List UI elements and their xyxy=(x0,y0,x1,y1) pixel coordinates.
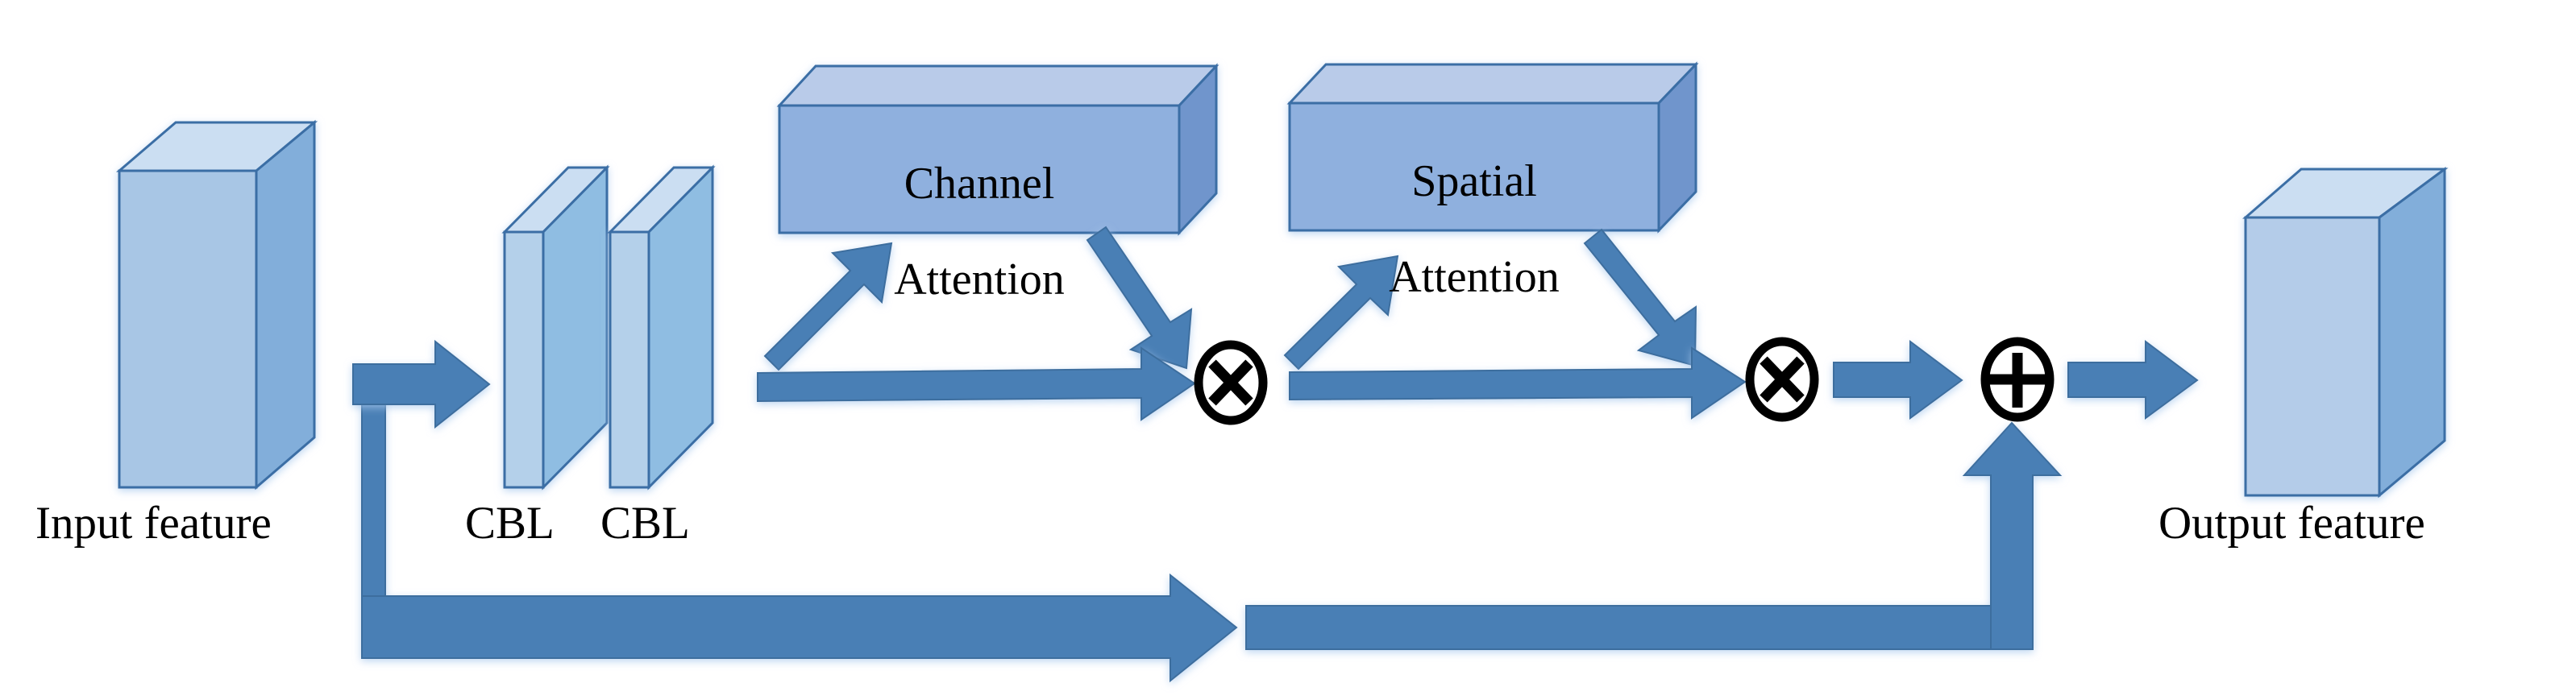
edge-multiply2-to-add xyxy=(1833,340,1963,420)
edge-multiply1-to-spatial-attention xyxy=(1283,255,1399,371)
edge-cbl-to-channel-attention xyxy=(763,242,893,371)
spatial-attention-box xyxy=(1286,61,1699,234)
output-feature-cuboid xyxy=(2242,167,2449,499)
multiply-symbol-1 xyxy=(1194,340,1268,425)
channel-attention-line2: Attention xyxy=(894,255,1065,305)
cbl-slab-1 xyxy=(501,164,610,491)
channel-attention-label: Channel Attention xyxy=(779,113,1179,304)
spatial-attention-label: Spatial Attention xyxy=(1290,110,1659,301)
edge-input-to-cbl xyxy=(352,339,491,429)
edge-add-to-output xyxy=(2067,340,2199,420)
multiply-symbol-2 xyxy=(1745,337,1819,422)
edge-cbl-to-multiply1 xyxy=(757,346,1196,421)
spatial-attention-line2: Attention xyxy=(1389,252,1560,303)
edge-multiply1-to-multiply2 xyxy=(1289,346,1747,420)
cbl-2-label: CBL xyxy=(600,498,690,549)
channel-attention-line1: Channel xyxy=(904,159,1055,209)
spatial-attention-line1: Spatial xyxy=(1411,156,1537,207)
cbl-1-label: CBL xyxy=(465,498,555,549)
input-feature-label: Input feature xyxy=(35,498,272,549)
edge-spatial-attention-to-multiply2 xyxy=(1583,228,1697,367)
add-symbol xyxy=(1980,337,2055,422)
cbl-slab-2 xyxy=(607,164,716,491)
edge-residual-skip xyxy=(361,385,2063,683)
input-feature-cuboid xyxy=(115,119,318,491)
output-feature-label: Output feature xyxy=(2158,498,2425,549)
channel-attention-box xyxy=(776,63,1219,236)
